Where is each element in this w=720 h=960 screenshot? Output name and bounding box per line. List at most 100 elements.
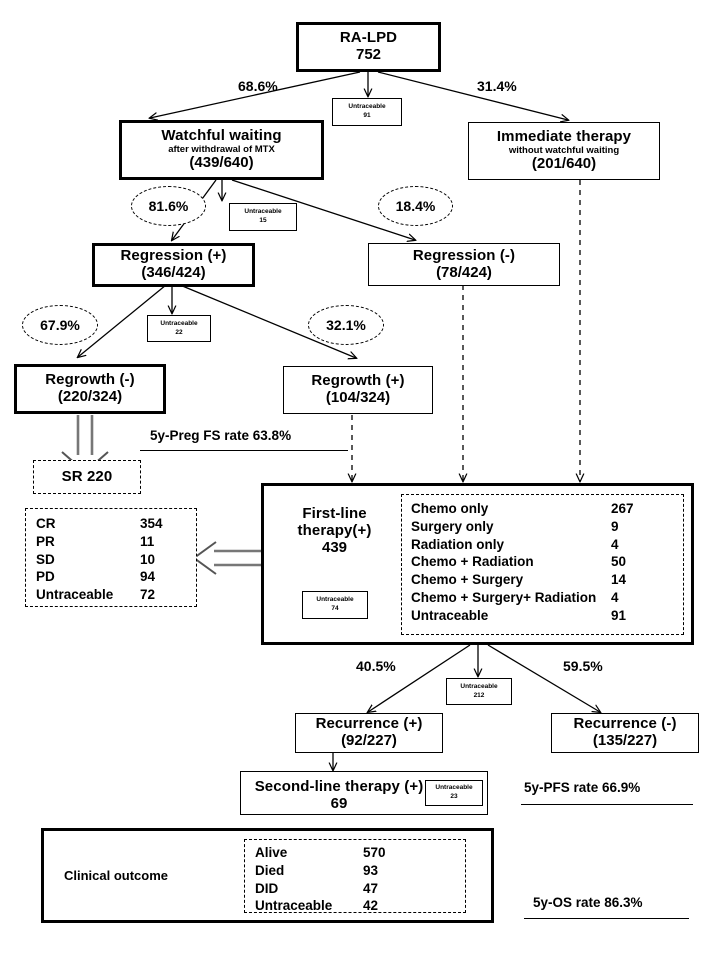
node-recurrence-negative-value: (135/227) [592,732,658,749]
first-line-therapy-label-1: First-line [302,505,367,522]
untraceable-regression: Untraceable 22 [147,315,211,342]
untraceable-secondline-label: Untraceable [435,784,473,792]
therapy-row-value: 91 [611,607,627,623]
therapy-box: Chemo only 267 Surgery only 9 Radiation … [401,494,684,635]
therapy-row-key: Chemo only [411,501,489,516]
outcome-row: Untraceable 42 [255,897,459,915]
node-regrowth-negative[interactable]: Regrowth (-) (220/324) [14,364,166,414]
node-immediate-therapy-sub: without watchful waiting [508,144,620,156]
node-second-line-therapy-value: 69 [330,795,348,812]
pct-to-regrowth-negative: 67.9% [22,305,98,345]
outcome-row-key: Died [255,862,285,878]
node-ralpd-value: 752 [355,46,382,63]
untraceable-top-label: Untraceable [348,103,386,111]
clinical-outcome-label: Clinical outcome [64,868,169,883]
therapy-row: Chemo + Surgery 14 [411,571,677,589]
response-row: PR 11 [36,533,188,551]
response-row-value: 10 [140,551,156,567]
node-watchful-waiting-value: (439/640) [189,154,254,172]
response-row: PD 94 [36,568,188,586]
node-regression-negative[interactable]: Regression (-) (78/424) [368,243,560,286]
untraceable-firstline-value: 74 [331,605,339,612]
therapy-row-key: Chemo + Surgery [411,572,524,588]
outcome-row-key: DID [255,880,279,896]
node-second-line-therapy-label: Second-line therapy (+) [254,778,424,795]
untraceable-firstline-label: Untraceable [316,596,354,604]
node-recurrence-positive-label: Recurrence (+) [315,715,423,733]
outcome-row-value: 570 [363,845,386,860]
rate-os-underline [524,918,689,919]
node-immediate-therapy[interactable]: Immediate therapy without watchful waiti… [468,122,660,180]
node-immediate-therapy-value: (201/640) [531,155,597,173]
response-row: SD 10 [36,551,188,569]
node-recurrence-negative-label: Recurrence (-) [573,715,677,733]
therapy-row: Chemo + Surgery+ Radiation 4 [411,589,677,607]
untraceable-secondline-value: 23 [450,793,458,800]
pct-to-regression-positive: 81.6% [131,186,206,226]
first-line-therapy-value: 439 [321,539,348,556]
untraceable-regression-value: 22 [175,328,183,336]
response-row: Untraceable 72 [36,586,188,604]
response-row-value: 94 [140,569,156,585]
node-ralpd[interactable]: RA-LPD 752 [296,22,441,72]
outcome-row: DID 47 [255,880,459,898]
outcome-row-value: 93 [363,862,379,878]
rate-pfs: 5y-PFS rate 66.9% [524,780,641,795]
therapy-row-value: 50 [611,554,627,570]
therapy-row-key: Surgery only [411,518,494,534]
node-sr-label: SR 220 [61,467,113,485]
therapy-row-value: 4 [611,536,619,552]
response-box: CR 354 PR 11 SD 10 PD 94 Untraceable 72 [25,508,197,607]
outcome-row-key: Alive [255,845,288,860]
response-row-key: Untraceable [36,587,114,603]
rate-os: 5y-OS rate 86.3% [533,895,643,910]
therapy-row-key: Chemo + Surgery+ Radiation [411,590,597,606]
therapy-row: Untraceable 91 [411,607,677,625]
node-regression-negative-value: (78/424) [436,263,492,281]
untraceable-watchful-label: Untraceable [244,208,282,216]
outcome-row-key: Untraceable [255,898,333,914]
node-watchful-waiting-sub: after withdrawal of MTX [168,143,275,155]
rate-preg-fs-underline [140,450,348,451]
untraceable-watchful-value: 15 [259,217,267,224]
node-watchful-waiting[interactable]: Watchful waiting after withdrawal of MTX… [119,120,324,180]
therapy-row-value: 267 [611,501,634,516]
therapy-row-value: 9 [611,518,619,534]
untraceable-top: Untraceable 91 [332,98,402,126]
therapy-row-key: Untraceable [411,607,489,623]
untraceable-recurrence-value: 212 [473,691,485,699]
untraceable-recurrence: Untraceable 212 [446,678,512,705]
response-row-value: 72 [140,587,156,603]
node-regression-negative-label: Regression (-) [412,246,516,264]
node-regression-positive-value: (346/424) [141,264,206,281]
response-row-key: SD [36,551,55,567]
node-recurrence-positive-value: (92/227) [341,732,397,749]
node-recurrence-positive[interactable]: Recurrence (+) (92/227) [295,713,443,753]
rate-preg-fs: 5y-Preg FS rate 63.8% [150,428,292,443]
pct-to-recurrence-positive: 40.5% [356,658,396,674]
pct-to-recurrence-negative: 59.5% [563,658,603,674]
pct-to-regression-negative: 18.4% [378,186,453,226]
node-regression-positive[interactable]: Regression (+) (346/424) [92,243,255,287]
node-regrowth-positive-value: (104/324) [325,389,391,406]
rate-pfs-underline [521,804,693,805]
response-row-value: 354 [140,516,163,531]
therapy-row: Radiation only 4 [411,536,677,554]
response-row-value: 11 [140,533,155,549]
outcome-row: Died 93 [255,862,459,880]
therapy-row: Chemo + Radiation 50 [411,553,677,571]
therapy-row: Surgery only 9 [411,518,677,536]
pct-to-regrowth-positive: 32.1% [308,305,384,345]
response-row-key: CR [36,516,56,531]
node-regrowth-positive[interactable]: Regrowth (+) (104/324) [283,366,433,414]
first-line-therapy-title: First-line therapy(+) 439 [272,505,397,556]
node-recurrence-negative[interactable]: Recurrence (-) (135/227) [551,713,699,753]
node-regrowth-positive-label: Regrowth (+) [311,372,405,390]
outcome-row-value: 42 [363,898,379,914]
therapy-row-value: 4 [611,590,619,606]
therapy-row-value: 14 [611,572,627,588]
node-second-line-therapy[interactable]: Second-line therapy (+) 69 Untraceable 2… [240,771,488,815]
untraceable-secondline: Untraceable 23 [425,780,483,806]
node-sr[interactable]: SR 220 [33,460,141,494]
